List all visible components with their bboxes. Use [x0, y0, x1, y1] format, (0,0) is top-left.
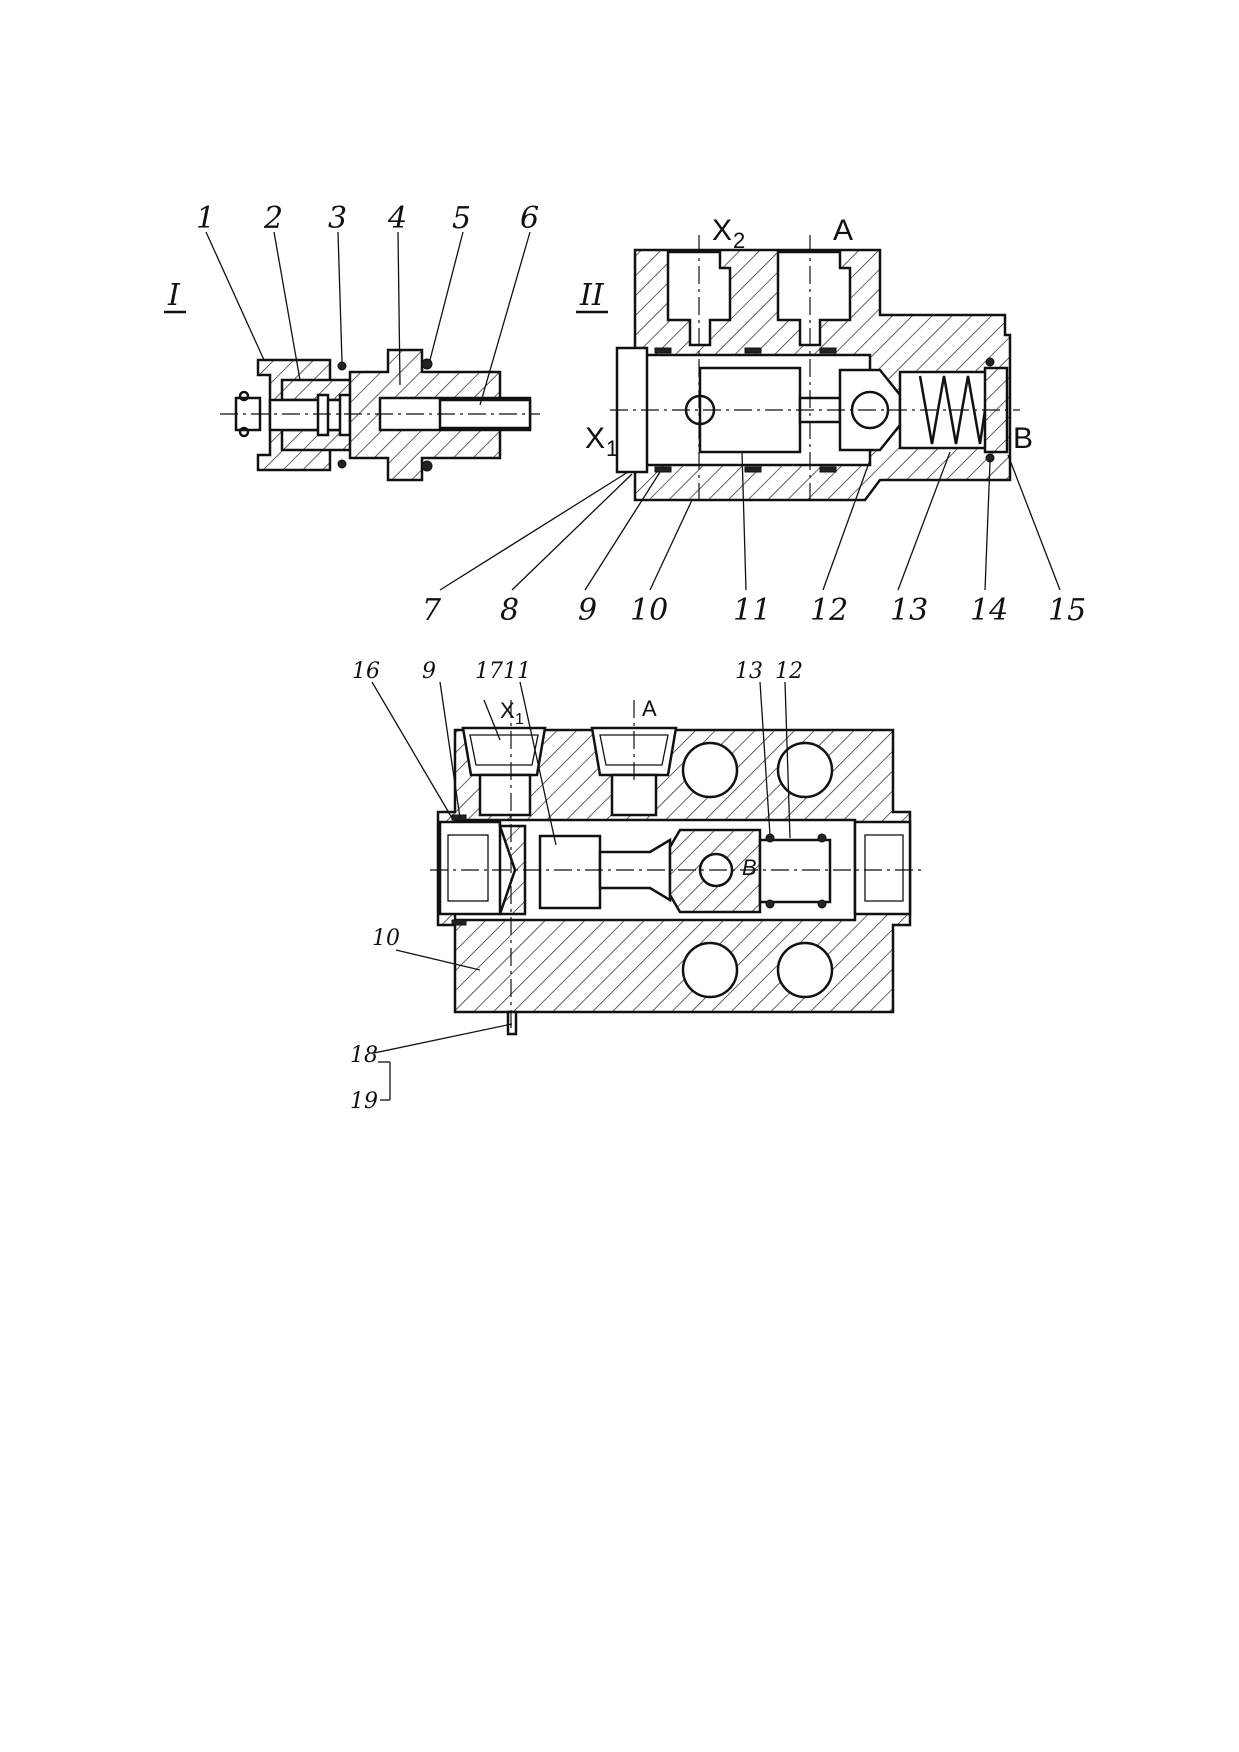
left-cone-seat	[498, 824, 527, 916]
block-port-b-label: B	[742, 855, 757, 880]
mounting-hole-top-right	[776, 741, 834, 799]
seal-ring-3-bottom	[337, 459, 347, 469]
callout-11: 11	[733, 593, 771, 628]
left-plug	[438, 820, 502, 916]
view-III-block-drawing: X 1 A B 16 9 17 11 13 12 10 18 19	[350, 659, 925, 1114]
seal-13-top-b	[817, 833, 827, 843]
view-II-sectional-drawing: II X 2 A	[422, 214, 1086, 628]
callout-6: 6	[520, 201, 539, 236]
view-I-callouts: 1 2 3 4 5 6	[196, 201, 539, 406]
seal-13-top-a	[765, 833, 775, 843]
callout-10: 10	[630, 593, 668, 628]
port-x1-cup	[461, 726, 547, 777]
callout-13: 13	[890, 593, 928, 628]
callout-19: 19	[350, 1089, 378, 1114]
right-plug-socket	[864, 834, 904, 902]
seal-14-top	[985, 357, 995, 367]
seal-9-top	[654, 347, 672, 354]
seal-9-bottom	[654, 466, 672, 473]
seal-top-right	[819, 347, 837, 354]
callout-2: 2	[263, 201, 283, 236]
port-x2-label: X	[712, 214, 732, 247]
block-spool	[538, 834, 602, 910]
view-III-callouts: 16 9 17 11 13 12 10 18 19	[350, 659, 803, 1114]
spring	[918, 375, 992, 445]
seal-14-bottom	[985, 453, 995, 463]
callout-15: 15	[1048, 593, 1086, 628]
callout-18: 18	[350, 1043, 378, 1068]
left-plug-socket	[447, 834, 489, 902]
callout-10-block: 10	[372, 926, 400, 951]
callout-12: 12	[810, 593, 848, 628]
view-I-sectional-drawing: I 1 2 3	[164, 201, 540, 482]
stem-pin-top	[238, 390, 250, 402]
seal-top-mid	[744, 347, 762, 354]
port-x1-channel	[478, 773, 532, 817]
mounting-hole-top-left	[681, 741, 739, 799]
port-b-label: B	[1013, 422, 1033, 455]
port-a-cup-liner	[599, 734, 669, 766]
callout-16: 16	[352, 659, 380, 684]
block-spool-neck	[598, 837, 672, 903]
view-II-callouts: 7 8 9 10 11 12 13 14 15	[422, 451, 1086, 628]
port-x2-subscript: 2	[733, 228, 745, 253]
seal-bottom-mid	[744, 466, 762, 473]
ring-groove-b	[338, 393, 352, 437]
callout-17: 17	[475, 659, 503, 684]
port-a-cup	[590, 726, 678, 777]
ring-groove-a	[316, 393, 330, 437]
callout-14: 14	[970, 593, 1008, 628]
cartridge-chamber	[758, 838, 832, 904]
seal-13-bottom-b	[817, 899, 827, 909]
o-ring-top	[421, 358, 433, 370]
callout-9: 9	[578, 593, 597, 628]
stem-pin-bottom	[238, 426, 250, 438]
mounting-hole-bottom-left	[681, 941, 739, 999]
callout-1: 1	[196, 201, 215, 236]
port-x1-label: X	[585, 422, 605, 455]
view-II-label: II	[579, 278, 605, 313]
callout-5: 5	[452, 201, 471, 236]
callout-11-block: 11	[503, 659, 531, 684]
callout-13-block: 13	[735, 659, 763, 684]
callout-12-block: 12	[775, 659, 803, 684]
port-x1-cup-liner	[469, 734, 539, 766]
seal-bottom-right	[819, 466, 837, 473]
block-port-x1-label: X	[500, 698, 515, 723]
seal-13-bottom-a	[765, 899, 775, 909]
port-x1-subscript: 1	[606, 436, 618, 461]
callout-4: 4	[387, 201, 407, 236]
block-port-x1-subscript: 1	[515, 711, 524, 728]
view-I-label: I	[167, 278, 181, 313]
callout-8: 8	[500, 593, 519, 628]
seal-9-block-bottom	[451, 919, 467, 926]
port-a-label: A	[833, 214, 853, 247]
right-plug	[853, 820, 912, 916]
callout-3: 3	[328, 201, 347, 236]
o-ring-bottom	[421, 460, 433, 472]
callout-9-block: 9	[422, 659, 436, 684]
block-port-a-label: A	[642, 696, 657, 721]
port-a-bore	[776, 250, 852, 347]
callout-7: 7	[422, 593, 442, 628]
seal-9-block-top	[451, 814, 467, 821]
mounting-hole-bottom-right	[776, 941, 834, 999]
port-a-channel	[610, 773, 658, 817]
bottom-screw	[506, 1010, 518, 1036]
seal-ring-3-top	[337, 361, 347, 371]
